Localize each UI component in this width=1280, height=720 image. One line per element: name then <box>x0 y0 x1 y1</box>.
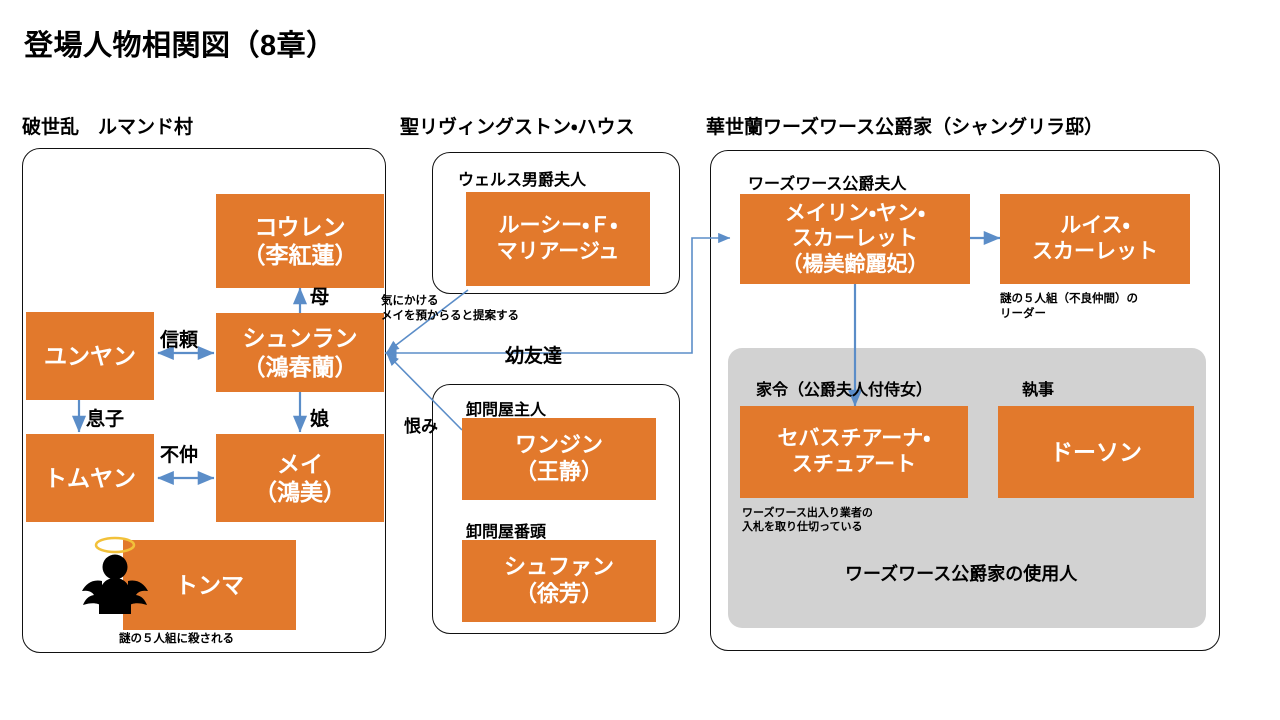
person-meilin-label: メイリン・ヤン・ スカーレット （楊美齢麗妃） <box>781 201 929 276</box>
person-lucy[interactable]: ルーシー・Ｆ・ マリアージュ <box>466 192 650 286</box>
person-kouren-label: コウレン （李紅蓮） <box>242 213 358 268</box>
relation-label-daughter: 娘 <box>310 409 330 430</box>
group-box-village <box>22 148 386 653</box>
servants-panel-title: ワーズワース公爵家の使用人 <box>845 564 1078 584</box>
person-yunyan[interactable]: ユンヤン <box>26 312 154 400</box>
person-wangjing-label: ワンジン （王静） <box>514 432 603 484</box>
person-tonma[interactable]: トンマ <box>123 540 296 630</box>
group-box-wholesaler <box>432 384 680 634</box>
role-label-duchess-wordsworth: ワーズワース公爵夫人 <box>748 176 907 193</box>
person-luis-label: ルイス・ スカーレット <box>1032 214 1158 263</box>
person-shunran-label: シュンラン （鴻春蘭） <box>242 325 358 380</box>
note-sebastiana: ワーズワース出入り業者の 入札を取り仕切っている <box>742 507 873 534</box>
page-title: 登場人物相関図（8章） <box>24 30 336 62</box>
person-shufang[interactable]: シュファン （徐芳） <box>462 540 656 622</box>
person-wangjing[interactable]: ワンジン （王静） <box>462 418 656 500</box>
person-sebastiana-label: セバスチアーナ・ スチュアート <box>777 427 931 476</box>
role-label-baroness-wells: ウェルス男爵夫人 <box>458 172 587 189</box>
person-luis[interactable]: ルイス・ スカーレット <box>1000 194 1190 284</box>
relation-label-trust: 信頼 <box>160 330 199 351</box>
person-mei[interactable]: メイ （鴻美） <box>216 434 384 522</box>
person-meilin[interactable]: メイリン・ヤン・ スカーレット （楊美齢麗妃） <box>740 194 970 284</box>
relation-label-mother: 母 <box>310 287 330 308</box>
relation-label-grudge: 恨み <box>404 417 438 436</box>
group-caption-village: 破世乱 ルマンド村 <box>22 117 194 138</box>
role-label-butler: 執事 <box>1022 382 1055 399</box>
person-dawson-label: ドーソン <box>1050 438 1142 465</box>
group-box-wordsworth <box>710 150 1220 651</box>
person-tomuyan[interactable]: トムヤン <box>26 434 154 522</box>
note-lucy: 気にかける メイを預からると提案する <box>381 295 519 322</box>
role-label-wholesale-manager: 卸問屋番頭 <box>466 524 547 541</box>
person-tonma-label: トンマ <box>175 571 244 598</box>
role-label-wholesale-owner: 卸問屋主人 <box>466 402 547 419</box>
role-label-steward-lady: 家令（公爵夫人付侍女） <box>756 382 933 399</box>
person-dawson[interactable]: ドーソン <box>998 406 1194 498</box>
person-yunyan-label: ユンヤン <box>44 342 136 369</box>
person-lucy-label: ルーシー・Ｆ・ マリアージュ <box>496 214 620 263</box>
relation-label-childhood-friends: 幼友達 <box>505 346 563 367</box>
person-shufang-label: シュファン （徐芳） <box>503 554 614 606</box>
group-caption-wordsworth: 華世蘭ワーズワース公爵家（シャングリラ邸） <box>706 117 1104 138</box>
group-caption-livingstone: 聖リヴィングストン・ハウス <box>400 117 635 138</box>
note-luis: 謎の５人組（不良仲間）の リーダー <box>1000 293 1138 320</box>
relation-label-discord: 不仲 <box>160 445 199 466</box>
person-kouren[interactable]: コウレン （李紅蓮） <box>216 194 384 288</box>
person-mei-label: メイ （鴻美） <box>254 450 346 505</box>
person-sebastiana[interactable]: セバスチアーナ・ スチュアート <box>740 406 968 498</box>
person-tomuyan-label: トムヤン <box>44 464 136 491</box>
note-tonma: 謎の５人組に殺される <box>119 633 234 645</box>
relation-label-son: 息子 <box>86 409 125 430</box>
person-shunran[interactable]: シュンラン （鴻春蘭） <box>216 313 384 392</box>
